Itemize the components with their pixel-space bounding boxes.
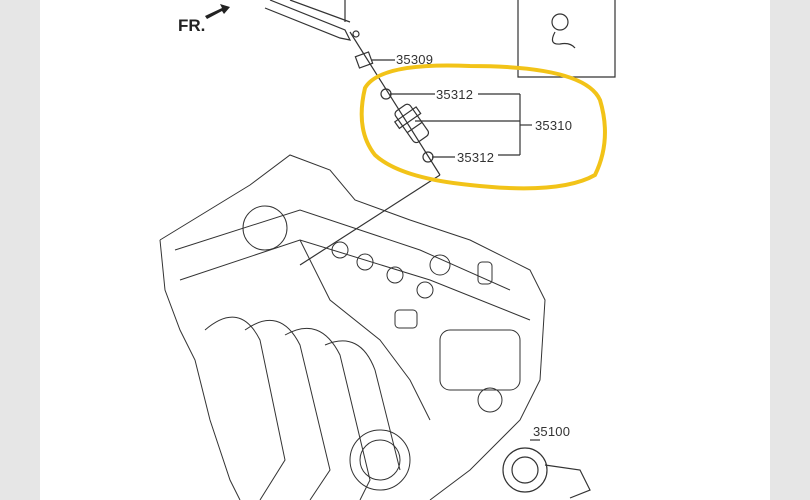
clip-35309 [354,51,374,69]
o-ring-upper [380,88,392,100]
fuel-rail [264,0,360,41]
throttle-body-35100 [502,439,591,499]
fuel-injector [393,103,430,144]
part-label-35100[interactable]: 35100 [533,424,571,439]
part-label-35312-lower[interactable]: 35312 [457,150,495,165]
front-direction-label: FR. [178,16,206,35]
front-arrow-icon [205,4,230,19]
part-label-35310[interactable]: 35310 [535,118,573,133]
engine-assembly [159,154,546,500]
inset-box [517,0,616,78]
highlight-circle [359,63,607,191]
part-label-35312-upper[interactable]: 35312 [436,87,474,102]
leader-lines [299,31,532,266]
o-ring-lower [422,151,434,163]
part-label-35309[interactable]: 35309 [396,52,434,67]
parts-diagram [40,0,770,500]
